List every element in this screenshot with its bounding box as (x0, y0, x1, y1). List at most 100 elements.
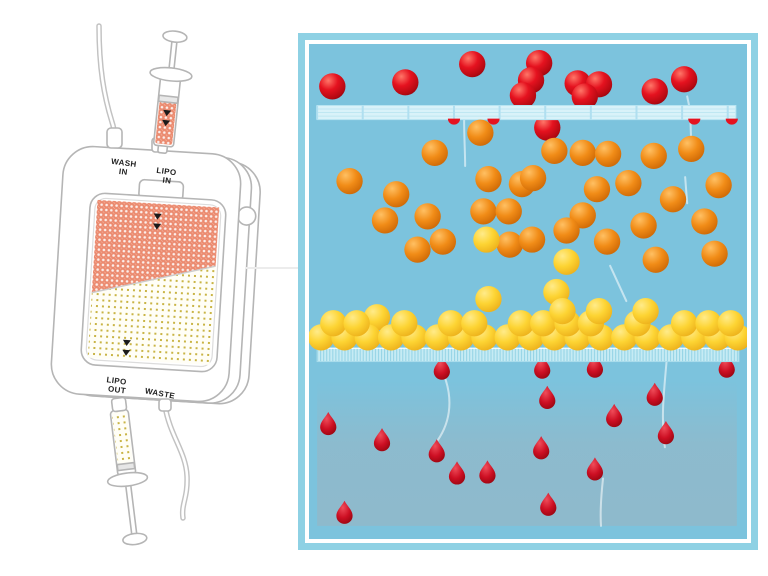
separation-scene (309, 50, 747, 527)
falling-droplet (586, 457, 604, 481)
falling-droplet (336, 500, 353, 524)
falling-droplet (540, 492, 557, 516)
falling-droplet (606, 403, 623, 428)
yellow-sphere (475, 285, 502, 313)
hanging-droplet (534, 355, 551, 379)
seep-mark (447, 118, 461, 125)
red-sphere (459, 51, 486, 78)
orange-sphere (475, 165, 502, 193)
lipo-in-label: IN (162, 176, 172, 186)
lipo-in-label: LIPO (156, 166, 177, 178)
drip-string (463, 118, 467, 167)
waste-layer (87, 266, 216, 366)
yellow-pile-sphere (695, 310, 722, 337)
yellow-sphere (553, 248, 580, 275)
flow-marker-icon (122, 349, 131, 356)
seep-mark (487, 118, 500, 125)
lipo-out-port (110, 396, 128, 413)
yellow-pile-sphere (632, 298, 659, 325)
falling-droplet (428, 439, 445, 463)
falling-droplet (320, 411, 337, 436)
syringe-handle (122, 532, 148, 546)
orange-sphere (429, 228, 457, 255)
flow-marker-icon (163, 109, 172, 117)
falling-droplet (448, 461, 466, 485)
hang-tab (236, 206, 257, 226)
magnify-callout-line (246, 267, 298, 269)
hanging-droplet (586, 354, 604, 378)
wash-in-port (106, 127, 123, 149)
yellow-sphere (363, 304, 391, 331)
orange-sphere (659, 186, 687, 213)
red-sphere (641, 78, 668, 105)
lipo-out-label: LIPO (106, 375, 127, 387)
seep-mark (688, 118, 701, 125)
yellow-pile-sphere (320, 310, 347, 337)
orange-sphere (518, 226, 546, 253)
falling-droplet (479, 460, 496, 484)
drip-string (599, 477, 605, 527)
syringe-flange (106, 471, 149, 488)
bag-window (80, 192, 227, 373)
droplet-layer (320, 354, 735, 524)
orange-sphere (495, 198, 522, 225)
yellow-pile-sphere (530, 310, 557, 337)
orange-sphere-layer (336, 119, 732, 273)
top-rail-filter (316, 104, 737, 121)
orange-sphere (691, 208, 718, 235)
seep-mark (725, 118, 738, 125)
orange-sphere (593, 228, 621, 255)
flow-marker-icon (122, 339, 131, 346)
flow-marker-icon (153, 223, 162, 230)
falling-droplet (533, 436, 550, 460)
red-sphere-layer (319, 50, 698, 141)
drip-string (684, 176, 689, 205)
orange-sphere (594, 140, 622, 167)
orange-sphere (553, 217, 580, 244)
syringe-flange (149, 66, 193, 83)
orange-sphere (642, 246, 669, 273)
orange-sphere (467, 119, 494, 146)
falling-droplet (657, 421, 674, 445)
drip-string (609, 264, 628, 303)
lipo-out-label: OUT (107, 384, 126, 395)
waste-port (158, 398, 172, 412)
yellow-sphere (473, 226, 500, 253)
falling-droplet (373, 428, 391, 452)
orange-sphere (470, 198, 497, 225)
orange-sphere (701, 240, 728, 267)
orange-sphere (336, 168, 363, 195)
lipo-in-syringe (149, 30, 193, 155)
yellow-pile-sphere (343, 310, 370, 337)
yellow-pile-sphere (391, 310, 418, 337)
orange-sphere (371, 207, 399, 234)
yellow-pile-layer (309, 298, 747, 351)
magnified-view-panel (298, 33, 758, 550)
orange-sphere (421, 139, 448, 166)
orange-sphere (583, 176, 611, 203)
device-illustration: WASH IN LIPO IN LIPO OUT WASTE (50, 23, 261, 546)
yellow-pile-sphere (585, 298, 613, 325)
orange-sphere (630, 212, 657, 239)
orange-sphere (404, 236, 431, 263)
red-sphere (571, 83, 598, 110)
red-sphere (670, 66, 698, 93)
wash-in-label: WASH (111, 157, 138, 169)
lipo-out-syringe (106, 401, 149, 546)
flow-marker-icon (162, 119, 171, 127)
hanging-droplet (718, 354, 735, 378)
orange-sphere (678, 135, 705, 162)
falling-droplet (646, 382, 663, 406)
hanging-droplet (433, 356, 450, 380)
drip-string (433, 373, 451, 446)
orange-sphere (496, 231, 523, 258)
orange-sphere (640, 142, 667, 170)
yellow-pile-sphere (461, 310, 488, 337)
orange-sphere (519, 164, 547, 192)
yellow-pile-sphere (717, 310, 744, 337)
red-sphere (534, 114, 561, 141)
wash-bag-body: WASH IN LIPO IN LIPO OUT WASTE (50, 145, 261, 405)
settle-zone (317, 380, 737, 526)
flow-marker-icon (153, 213, 162, 220)
